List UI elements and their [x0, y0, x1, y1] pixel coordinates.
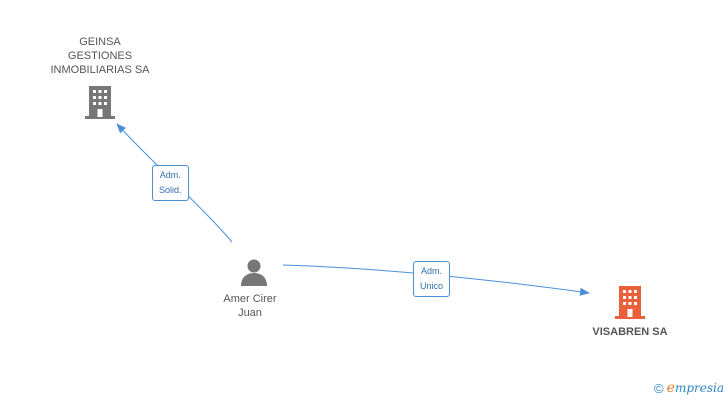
edge-label-adm-solid[interactable]: Adm. Solid. [152, 165, 189, 201]
person-label-line-1: Amer Cirer [223, 293, 277, 305]
edge-label-line-2: Unico [420, 281, 444, 291]
geinsa-label[interactable]: GEINSA GESTIONES INMOBILIARIAS SA [40, 35, 160, 77]
brand-footer: © empresia [654, 380, 724, 396]
building-icon[interactable] [84, 85, 116, 119]
building-icon[interactable] [614, 285, 646, 319]
edge-label-line-1: Adm. [159, 170, 181, 180]
visabren-label[interactable]: VISABREN SA [592, 326, 668, 338]
person-icon[interactable] [239, 257, 269, 287]
geinsa-label-line-1: GEINSA [79, 36, 121, 48]
edge-label-line-1: Adm. [421, 266, 443, 276]
edge-label-adm-unico[interactable]: Adm. Unico [413, 261, 451, 297]
person-label-line-2: Juan [238, 307, 262, 319]
geinsa-label-line-2: GESTIONES [67, 50, 133, 62]
brand-logo: empresia [666, 380, 724, 396]
person-label[interactable]: Amer Cirer Juan [200, 292, 300, 320]
geinsa-label-line-3: INMOBILIARIAS SA [50, 64, 150, 76]
edge-label-line-2: Solid. [159, 185, 182, 195]
copyright-icon: © [654, 380, 664, 396]
